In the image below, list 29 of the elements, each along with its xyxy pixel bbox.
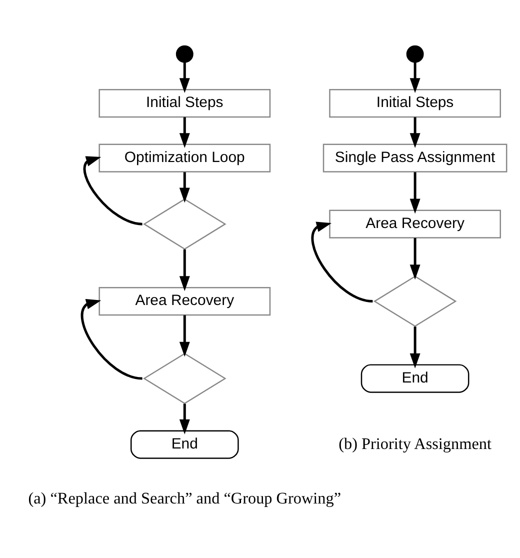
arrow bbox=[179, 62, 190, 93]
node-box: Initial Steps bbox=[329, 88, 501, 118]
arrow bbox=[410, 116, 420, 148]
node-box: Area Recovery bbox=[329, 209, 501, 238]
node-circle bbox=[406, 44, 424, 62]
arrow bbox=[179, 248, 190, 291]
arrow bbox=[410, 238, 420, 280]
label: (b) Priority Assignment bbox=[338, 434, 492, 452]
node-circle bbox=[176, 44, 194, 62]
arrow bbox=[410, 62, 420, 93]
arrow bbox=[179, 314, 190, 356]
label: (a) “Replace and Search” and “Group Growing” bbox=[28, 489, 342, 508]
node-diamond bbox=[142, 198, 226, 250]
arrow bbox=[179, 403, 190, 434]
arrow bbox=[80, 298, 142, 380]
node-diamond bbox=[142, 352, 226, 404]
node-box: Initial Steps bbox=[98, 88, 271, 118]
arrow bbox=[311, 221, 373, 302]
node-diamond bbox=[373, 275, 457, 326]
node-box: Area Recovery bbox=[98, 286, 271, 316]
arrow bbox=[410, 172, 420, 214]
node-box: Optimization Loop bbox=[98, 143, 271, 172]
arrow bbox=[83, 156, 142, 225]
arrow bbox=[179, 116, 190, 148]
arrow bbox=[179, 172, 190, 202]
node-box: End bbox=[130, 430, 239, 458]
node-box: Single Pass Assignment bbox=[322, 143, 508, 172]
arrow bbox=[410, 326, 420, 368]
node-box: End bbox=[360, 364, 470, 392]
